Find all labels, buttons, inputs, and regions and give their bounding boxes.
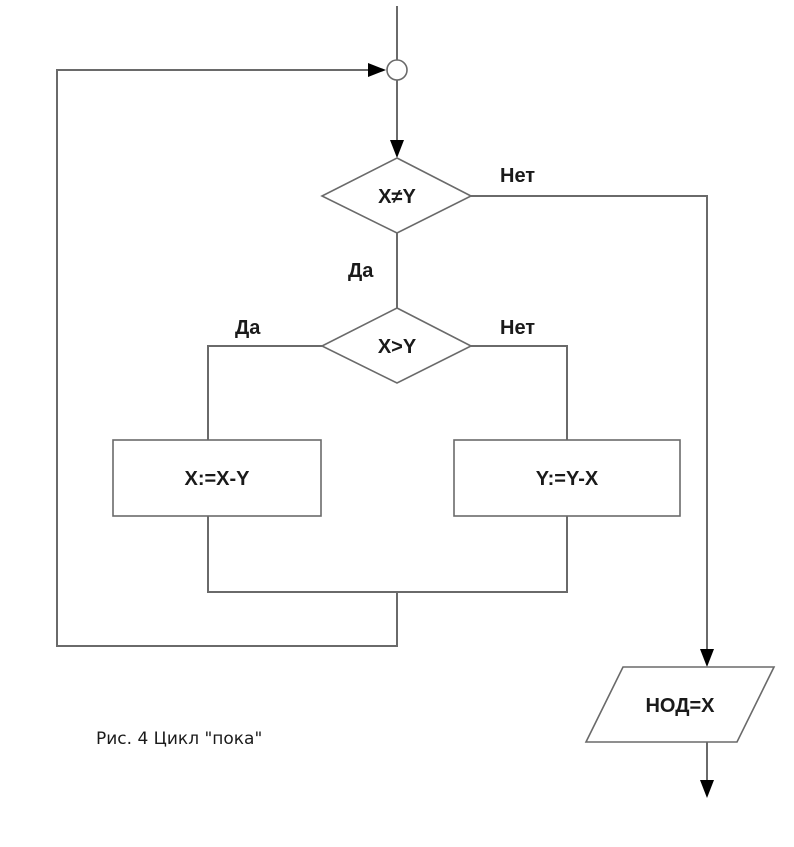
figure-caption: Рис. 4 Цикл "пока" [96,729,262,749]
gt-yes-label: Да [235,317,261,339]
decision-x-neq-y-label: X≠Y [378,186,416,208]
output-gcd-label: НОД=X [645,695,715,717]
loop-arrow-icon [368,63,386,77]
neq-no-edge [471,195,708,655]
process-assign-y-label: Y:=Y-X [536,468,599,490]
loop-back-edge [56,69,398,647]
process-assign-x-label: X:=X-Y [184,468,250,490]
cond-arrow-icon [390,140,404,158]
decision-x-gt-y-label: X>Y [378,336,417,358]
gt-no-label: Нет [500,317,535,339]
output-gcd [584,666,776,743]
decision-x-gt-y [320,307,473,384]
output-arrow-icon [700,649,714,667]
gt-no-edge [471,345,568,440]
gt-yes-edge [207,345,322,440]
join-edge [207,516,568,593]
merge-connector [386,59,408,81]
neq-no-label: Нет [500,165,535,187]
neq-yes-label: Да [348,260,374,282]
process-assign-x [112,439,322,517]
exit-arrow-icon [700,780,714,798]
process-assign-y [453,439,681,517]
